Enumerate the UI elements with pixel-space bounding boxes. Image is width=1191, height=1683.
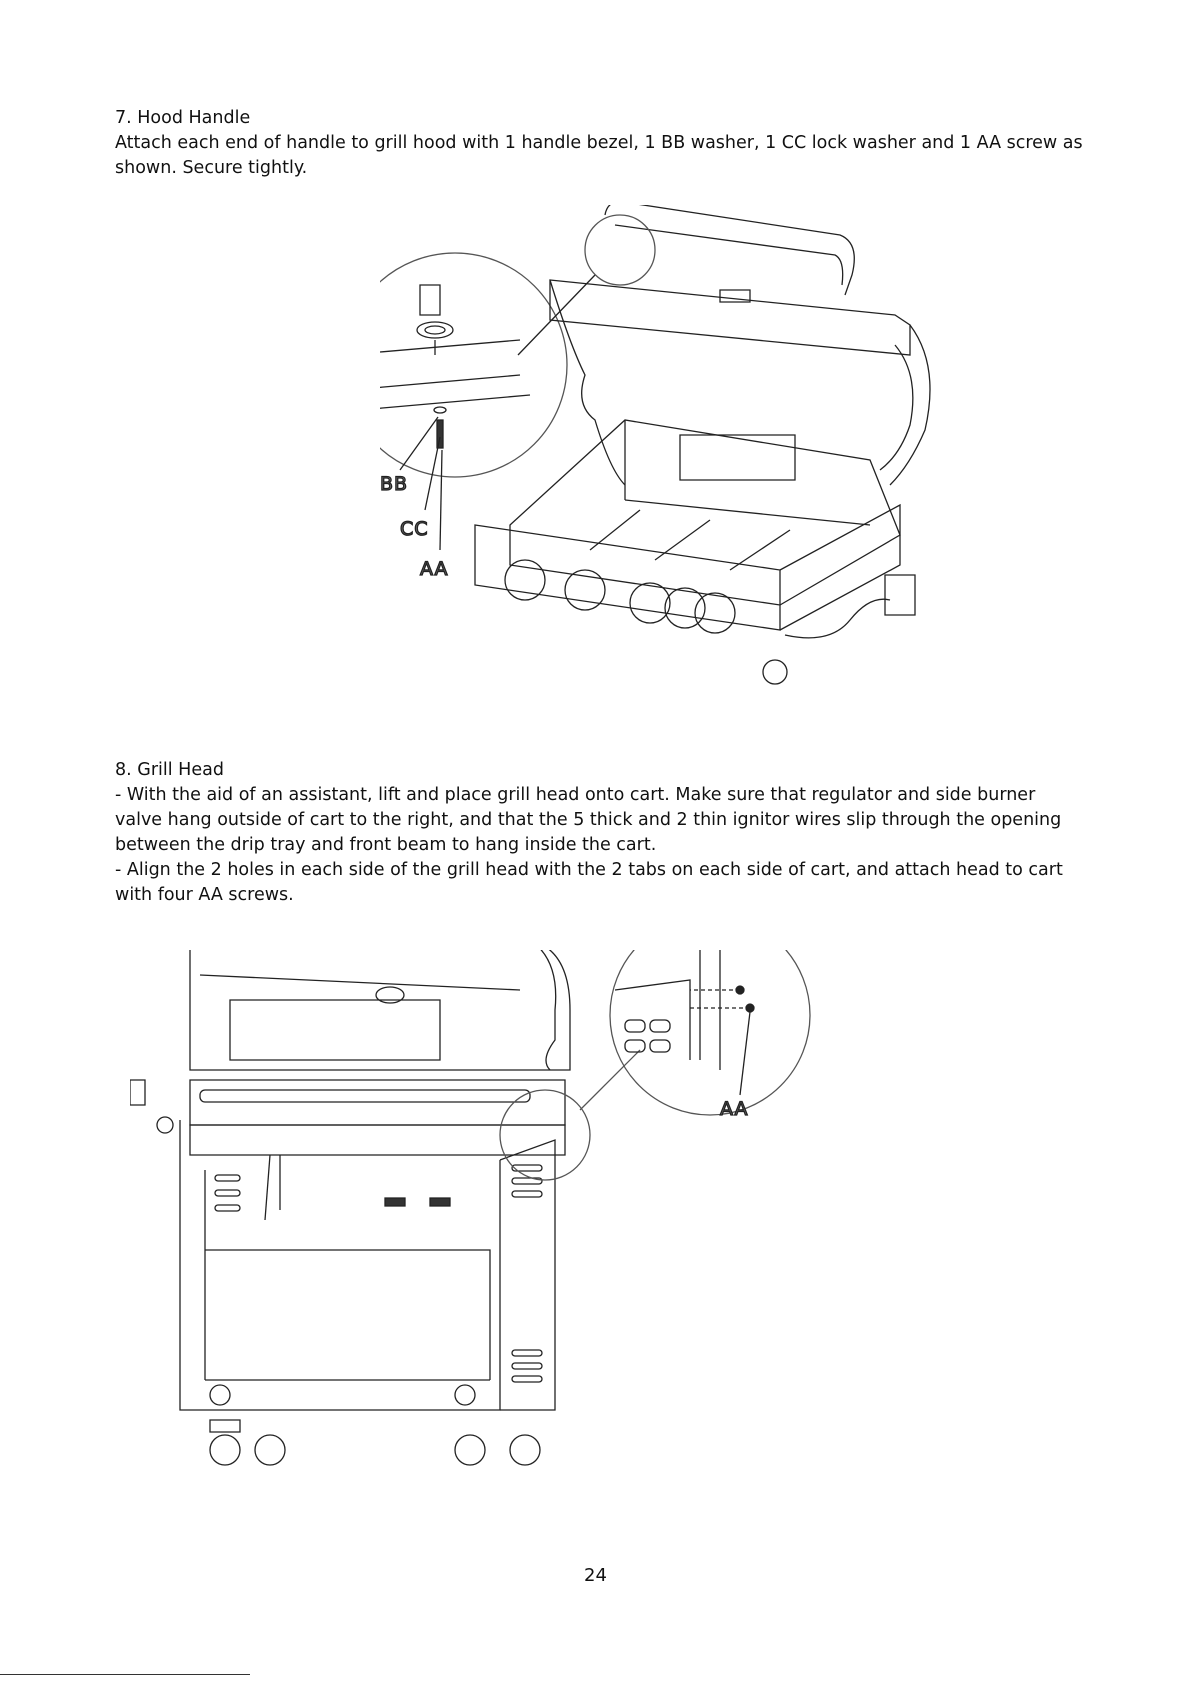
callout-bb: BB [380, 473, 408, 495]
step-7-section: 7. Hood Handle Attach each end of handle… [115, 106, 1095, 181]
step-8-section: 8. Grill Head - With the aid of an assis… [115, 758, 1095, 908]
callout-aa-2: AA [720, 1098, 749, 1120]
page-number: 24 [584, 1565, 607, 1586]
zoom-detail-circle [380, 253, 595, 477]
step-8-line-2: valve hang outside of cart to the right,… [115, 810, 1062, 830]
step-8-line-5: with four AA screws. [115, 885, 294, 905]
cart-drawing [130, 950, 570, 1465]
hood-handle-diagram: BB CC AA [380, 205, 1000, 750]
step-7-line-1: Attach each end of handle to grill hood … [115, 133, 1083, 153]
grill-head-drawing [475, 205, 930, 684]
step-8-line-3: between the drip tray and front beam to … [115, 835, 657, 855]
cart-zoom-marker [500, 1090, 590, 1180]
step-8-line-4: - Align the 2 holes in each side of the … [115, 860, 1063, 880]
step-7-line-2: shown. Secure tightly. [115, 158, 308, 178]
step-8-heading: 8. Grill Head [115, 760, 224, 780]
grill-on-cart-diagram: AA [130, 950, 850, 1480]
step-7-heading: 7. Hood Handle [115, 108, 251, 128]
footer-rule [0, 1674, 250, 1675]
step-8-line-1: - With the aid of an assistant, lift and… [115, 785, 1036, 805]
callout-aa: AA [420, 558, 449, 580]
callout-cc: CC [400, 518, 429, 540]
side-tab-detail-circle [610, 950, 810, 1115]
